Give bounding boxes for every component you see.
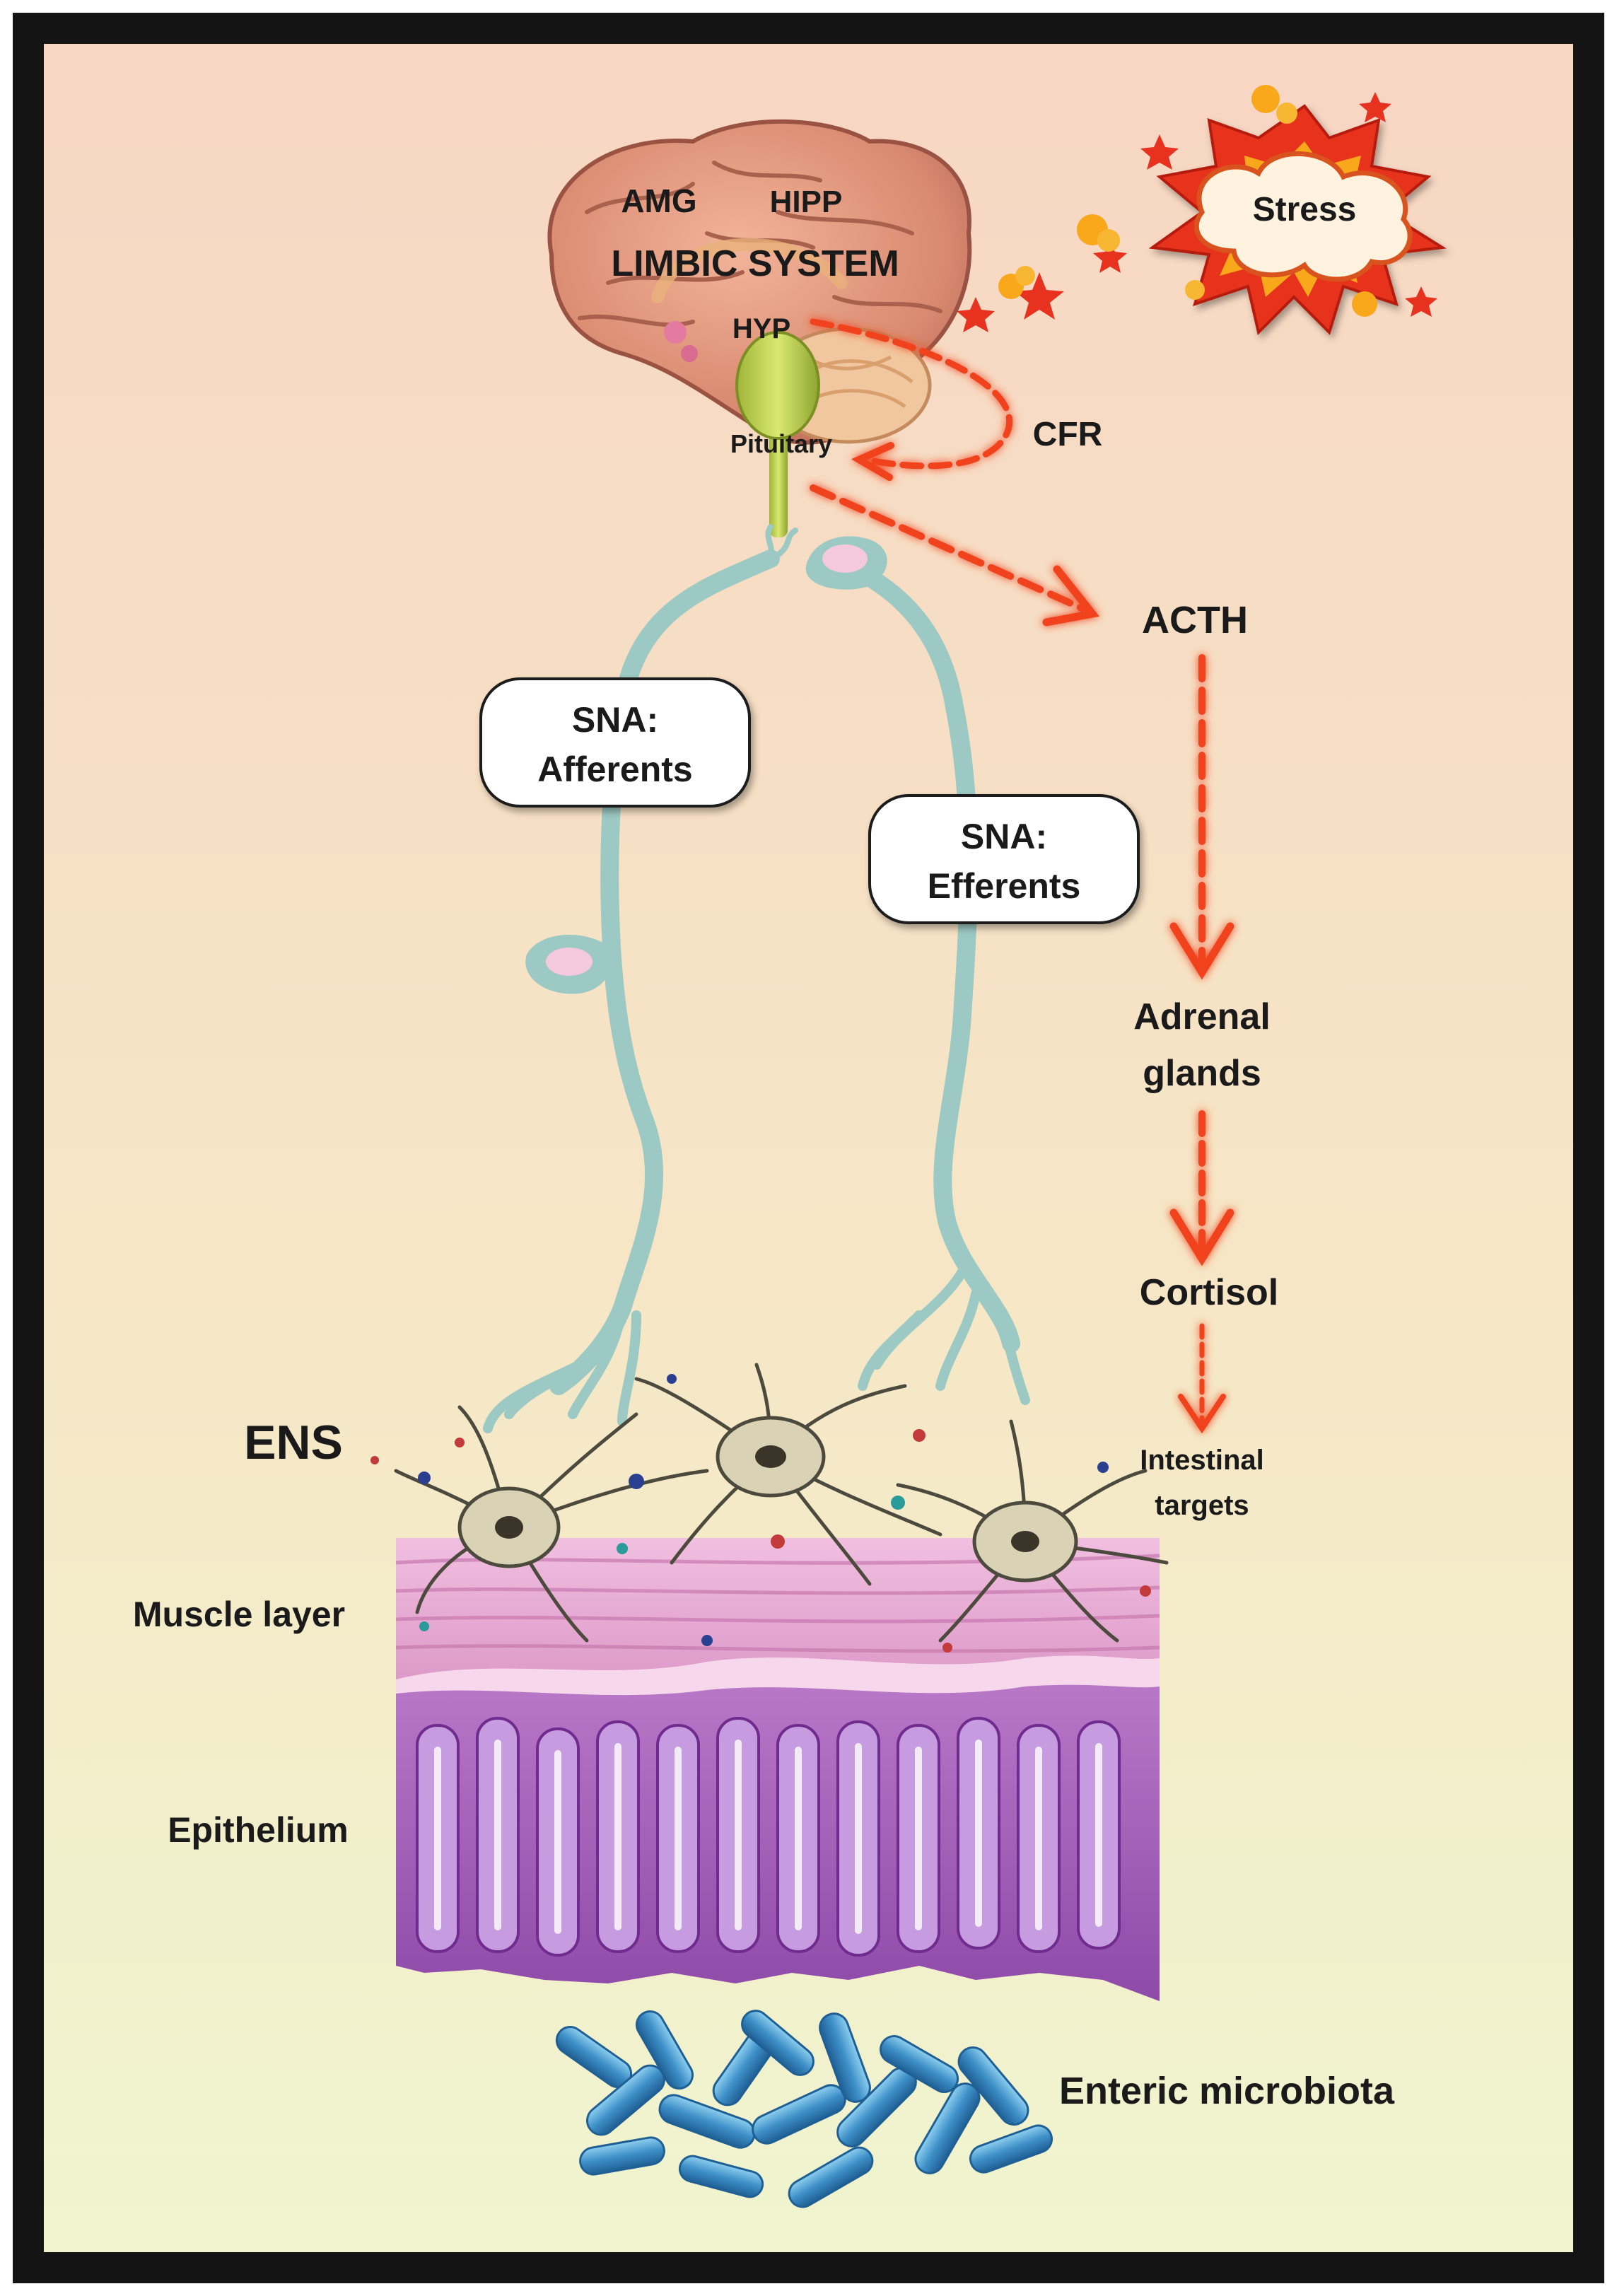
- sna-afferents-line2: Afferents: [537, 750, 692, 789]
- intestinal-label-2: targets: [1155, 1490, 1249, 1521]
- hipp-label: HIPP: [770, 185, 843, 219]
- sna-afferents-box: SNA: Afferents: [479, 677, 751, 808]
- pituitary-label: Pituitary: [730, 429, 832, 458]
- sna-afferents-line1: SNA:: [572, 700, 658, 740]
- pituitary-gland: [735, 331, 820, 537]
- intestinal-label-1: Intestinal: [1140, 1445, 1264, 1476]
- acth-label: ACTH: [1142, 599, 1248, 641]
- stress-label: Stress: [1253, 191, 1357, 228]
- amg-label: AMG: [621, 182, 696, 219]
- brain-illustration: [547, 119, 972, 537]
- enteric-microbiota: [555, 2010, 1053, 2208]
- stress-sparks: [957, 85, 1437, 332]
- enteric-microbiota-label: Enteric microbiota: [1059, 2070, 1395, 2112]
- adrenal-label-1: Adrenal: [1133, 996, 1271, 1037]
- sna-efferents-line2: Efferents: [928, 866, 1081, 906]
- efferent-ganglion: [805, 536, 887, 590]
- synapse-branches: [765, 524, 798, 561]
- cfr-label: CFR: [1033, 416, 1103, 453]
- efferent-nerve: [839, 556, 1030, 1405]
- hyp-label: HYP: [732, 313, 790, 344]
- intestinal-arrow: [1178, 1323, 1226, 1434]
- epithelium-layer: [396, 1684, 1160, 2001]
- sna-efferents-line1: SNA:: [961, 817, 1047, 856]
- limbic-system-label: LIMBIC SYSTEM: [611, 243, 899, 284]
- afferent-ganglion: [525, 934, 612, 994]
- ens-neurons: [370, 1363, 1169, 1653]
- cortisol-label: Cortisol: [1140, 1272, 1278, 1313]
- ens-label: ENS: [244, 1416, 343, 1469]
- muscle-layer-label: Muscle layer: [133, 1595, 345, 1634]
- cortisol-arrow: [1169, 1110, 1234, 1266]
- stress-burst: [1148, 104, 1447, 335]
- acth-arrow: [810, 484, 1099, 627]
- sna-efferents-box: SNA: Efferents: [868, 794, 1140, 924]
- adrenal-arrow: [1169, 654, 1234, 980]
- cfr-arrow: [810, 318, 1013, 481]
- adrenal-label-2: glands: [1143, 1053, 1261, 1094]
- afferent-nerve: [483, 549, 780, 1433]
- epithelium-label: Epithelium: [168, 1810, 349, 1850]
